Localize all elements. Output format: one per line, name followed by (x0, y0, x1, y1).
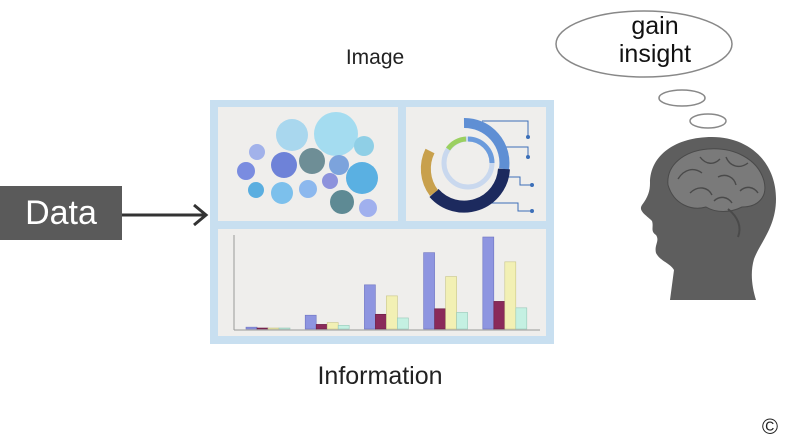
bar (304, 314, 317, 330)
visualization-frame (210, 100, 554, 344)
arrow-right-icon (122, 203, 209, 227)
bar (504, 261, 517, 330)
bar (267, 327, 280, 330)
bar (445, 276, 457, 330)
bar (515, 307, 528, 330)
bar (375, 313, 387, 330)
bar (364, 284, 376, 330)
bubble (359, 199, 377, 217)
bubble-chart-panel (218, 107, 398, 221)
copyright-icon: © (761, 414, 779, 439)
bar (397, 317, 409, 330)
connector-dot (530, 209, 534, 213)
thought-bubble-small (658, 89, 706, 107)
bar (456, 312, 468, 330)
bubble (276, 119, 308, 151)
brain-icon (667, 148, 766, 212)
information-label: Information (317, 362, 443, 390)
bubble (271, 182, 293, 204)
bar (386, 295, 398, 330)
bar (434, 308, 446, 330)
bar (256, 327, 269, 330)
thought-line-1: gain (631, 12, 679, 40)
connector-line (482, 120, 529, 137)
head-brain-icon (640, 137, 776, 300)
connector-dot (526, 155, 530, 159)
bubble (346, 162, 378, 194)
thought-bubble (555, 10, 733, 129)
data-label: Data (25, 193, 97, 232)
thought-line-2: insight (618, 40, 692, 68)
bar (326, 322, 339, 330)
donut-inner-segment-green (445, 136, 467, 151)
bar (245, 326, 258, 330)
bubble-chart (237, 112, 378, 217)
bubble (248, 182, 264, 198)
bar (315, 324, 328, 330)
connector-line (506, 176, 532, 186)
bubble (354, 136, 374, 156)
bubble (299, 148, 325, 174)
bar (423, 252, 435, 330)
bubble (249, 144, 265, 160)
bubble (314, 112, 358, 156)
connector-line (502, 146, 529, 157)
connector-line (486, 202, 532, 212)
connector-dot (526, 135, 530, 139)
bar (337, 325, 350, 330)
donut-segment-navy (429, 168, 510, 213)
thought-text: gain insight (560, 12, 750, 68)
bar (482, 236, 495, 330)
donut-segment-gold (420, 148, 439, 197)
donut-inner-segment-blue (467, 136, 495, 164)
bubble (299, 180, 317, 198)
bubble (329, 155, 349, 175)
bar-chart-panel (218, 229, 546, 336)
bar (278, 327, 291, 330)
bar-chart (233, 235, 540, 331)
image-label: Image (345, 46, 405, 69)
bubble (330, 190, 354, 214)
donut-chart-panel (406, 107, 546, 221)
bubble (271, 152, 297, 178)
bar (493, 301, 506, 330)
donut-segment-blue (463, 117, 510, 170)
bubble (237, 162, 255, 180)
thought-bubble-tiny (689, 113, 727, 129)
thought-bubble-main (555, 10, 733, 78)
connector-dot (530, 183, 534, 187)
data-box: Data (0, 186, 122, 240)
bubble (322, 173, 338, 189)
donut-chart (420, 117, 534, 213)
